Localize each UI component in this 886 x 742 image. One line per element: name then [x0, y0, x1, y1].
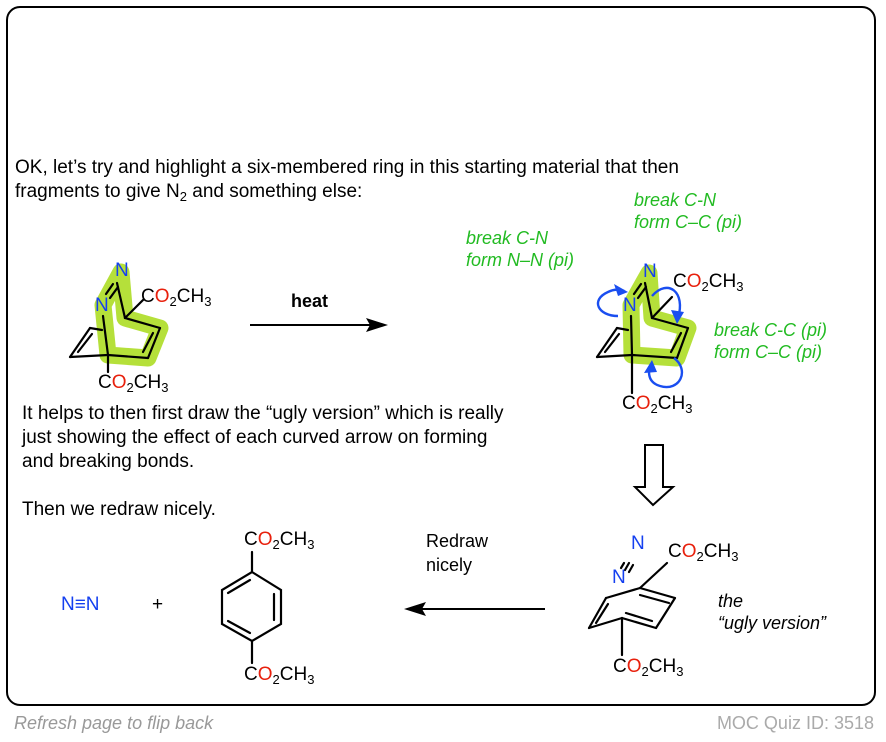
annotation-top-1: break C-N	[634, 190, 717, 210]
mol2-n-left: N	[623, 295, 637, 316]
formula-part: 2	[701, 279, 709, 294]
benzene-ester-bottom: CO2CH3	[244, 664, 315, 687]
formula-part: O	[626, 656, 642, 677]
formula-part: 3	[731, 549, 739, 564]
mol1-n-left: N	[95, 295, 109, 316]
formula-part: O	[111, 372, 127, 393]
annotation-left-1: break C-N	[466, 228, 549, 248]
mol2-ester-bottom: CO2CH3	[622, 393, 693, 416]
arrowed-material-bonds	[595, 281, 690, 395]
formula-part: C	[244, 664, 258, 685]
formula-part: 3	[204, 294, 212, 309]
intro-line-1: OK, let’s try and highlight a six-member…	[15, 157, 679, 178]
explanation-line-2: just showing the effect of each curved a…	[22, 427, 488, 448]
benzene-ester-top: CO2CH3	[244, 529, 315, 552]
intro-line-2-pre: fragments to give N	[15, 181, 180, 202]
formula-part: CH	[176, 286, 205, 307]
formula-part: C	[141, 286, 155, 307]
formula-part: C	[244, 529, 258, 550]
formula-part: 2	[272, 537, 280, 552]
ugly-label-2: “ugly version”	[718, 613, 827, 633]
formula-part: 3	[307, 537, 315, 552]
mol1-n-top: N	[115, 260, 129, 281]
formula-part: 2	[169, 294, 177, 309]
heat-arrowhead	[366, 318, 388, 332]
formula-part: CH	[648, 656, 677, 677]
redraw-label-1: Redraw	[426, 531, 489, 551]
formula-part: CH	[703, 541, 732, 562]
mol2-n-top: N	[643, 261, 657, 282]
redraw-label-2: nicely	[426, 555, 473, 575]
benzene-product-bonds	[220, 550, 283, 665]
formula-part: 2	[696, 549, 704, 564]
heat-label: heat	[291, 291, 329, 311]
formula-part: C	[613, 656, 627, 677]
formula-part: 2	[650, 401, 658, 416]
annotation-top-2: form C–C (pi)	[634, 212, 743, 232]
ugly-version-bonds	[587, 561, 677, 657]
formula-part: C	[98, 372, 112, 393]
mol1-ester-bottom: CO2CH3	[98, 372, 169, 395]
hollow-down-arrow	[632, 444, 676, 507]
mol1-ester-top: CO2CH3	[141, 286, 212, 309]
formula-part: 3	[161, 380, 169, 395]
formula-part: 3	[736, 279, 744, 294]
intro-line-2: fragments to give N2 and something else:	[15, 180, 362, 204]
formula-part: CH	[279, 529, 308, 550]
explanation-line-1: It helps to then first draw the “ugly ve…	[22, 403, 504, 424]
annotation-left-2: form N–N (pi)	[466, 250, 575, 270]
formula-part: CH	[279, 664, 308, 685]
formula-part: O	[154, 286, 170, 307]
explanation-line-3: and breaking bonds.	[22, 451, 195, 472]
formula-part: O	[681, 541, 697, 562]
formula-part: O	[686, 271, 702, 292]
formula-part: C	[673, 271, 687, 292]
formula-part: 2	[641, 664, 649, 679]
quiz-id: MOC Quiz ID: 3518	[716, 713, 874, 733]
formula-part: 2	[272, 672, 280, 687]
starting-material-bonds	[68, 281, 162, 374]
formula-part: 3	[676, 664, 684, 679]
formula-part: O	[257, 529, 273, 550]
plus-sign: +	[152, 594, 164, 615]
redraw-arrowhead	[404, 602, 426, 616]
formula-part: O	[257, 664, 273, 685]
formula-part: 3	[307, 672, 315, 687]
annotation-right-1: break C-C (pi)	[714, 320, 828, 340]
formula-part: CH	[657, 393, 686, 414]
curved-arrow-top	[651, 286, 681, 319]
formula-part: 2	[126, 380, 134, 395]
refresh-hint[interactable]: Refresh page to flip back	[14, 713, 214, 733]
formula-part: CH	[133, 372, 162, 393]
n2-product: N≡N	[61, 594, 100, 615]
ugly-ester-top: CO2CH3	[668, 541, 739, 564]
mol2-ester-top: CO2CH3	[673, 271, 744, 294]
formula-part: C	[622, 393, 636, 414]
quiz-card[interactable]	[6, 6, 876, 706]
formula-part: C	[668, 541, 682, 562]
formula-part: 3	[685, 401, 693, 416]
formula-part: CH	[708, 271, 737, 292]
ugly-n-top: N	[631, 533, 645, 554]
ugly-ester-bottom: CO2CH3	[613, 656, 684, 679]
ugly-n-bottom: N	[612, 567, 626, 588]
curved-arrowheads	[614, 284, 684, 373]
ugly-label-1: the	[718, 591, 744, 611]
intro-line-2-post: and something else:	[186, 181, 363, 202]
intro-subscript: 2	[179, 189, 187, 204]
annotation-right-2: form C–C (pi)	[714, 342, 823, 362]
formula-part: O	[635, 393, 651, 414]
explanation-line-4: Then we redraw nicely.	[22, 499, 216, 520]
